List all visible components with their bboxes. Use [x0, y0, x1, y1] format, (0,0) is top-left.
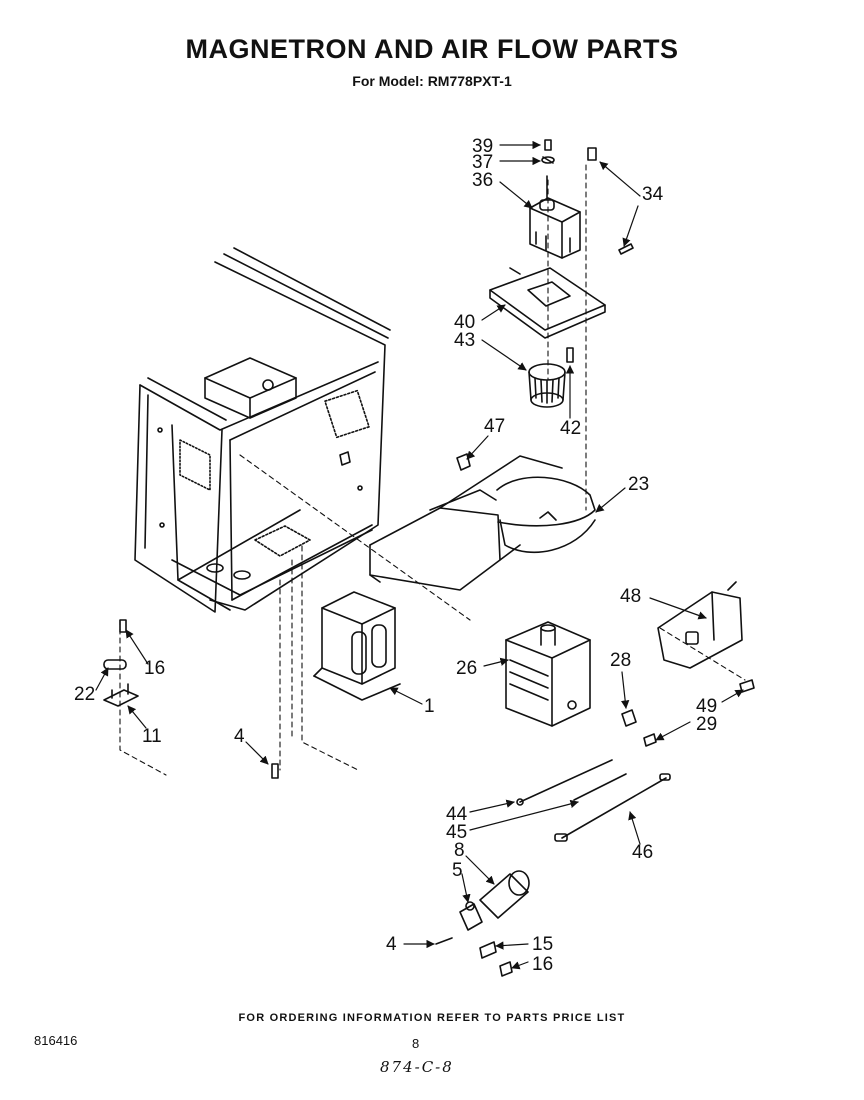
motor-fasteners — [541, 139, 555, 164]
callout-34: 34 — [642, 184, 664, 205]
callout-47: 47 — [484, 416, 505, 437]
callout-4-lower: 4 — [386, 934, 397, 955]
transformer — [313, 591, 401, 701]
callout-4-upper: 4 — [234, 726, 245, 747]
fan-motor — [529, 175, 581, 259]
callout-23: 23 — [628, 474, 649, 495]
callout-40: 40 — [454, 312, 475, 333]
fuse-holder — [103, 619, 139, 707]
handwritten-note: 874-C-8 — [380, 1058, 454, 1076]
clip-47 — [456, 453, 471, 471]
thermal-parts — [621, 679, 755, 747]
assembly-lines — [119, 164, 746, 776]
callout-42: 42 — [560, 418, 581, 439]
leader-lines — [95, 140, 744, 970]
callout-48: 48 — [620, 586, 641, 607]
model-subtitle: For Model: RM778PXT-1 — [352, 73, 512, 89]
document-number: 816416 — [34, 1033, 78, 1048]
page-number: 8 — [412, 1036, 420, 1051]
page-title: MAGNETRON AND AIR FLOW PARTS — [185, 34, 679, 64]
callout-46: 46 — [632, 842, 653, 863]
callout-16-upper: 16 — [144, 658, 165, 679]
callout-8: 8 — [454, 840, 465, 861]
screw-42 — [566, 347, 574, 363]
callout-16-lower: 16 — [532, 954, 553, 975]
screw-4-left — [271, 763, 279, 779]
callout-1: 1 — [424, 696, 435, 717]
callout-37: 37 — [472, 152, 493, 173]
callout-29: 29 — [696, 714, 717, 735]
callout-39: 39 — [472, 136, 493, 157]
cabinet-chassis — [134, 247, 391, 613]
capacitor — [435, 870, 530, 977]
callout-26: 26 — [456, 658, 477, 679]
callout-28: 28 — [610, 650, 631, 671]
callout-11: 11 — [142, 726, 162, 747]
air-duct — [369, 455, 596, 591]
callout-43: 43 — [454, 330, 475, 351]
callout-44: 44 — [446, 804, 468, 825]
mounting-bracket — [657, 581, 743, 669]
wire-harness — [516, 759, 671, 842]
callout-5: 5 — [452, 860, 463, 881]
motor-bracket — [489, 267, 606, 339]
callout-49: 49 — [696, 696, 717, 717]
callout-45: 45 — [446, 822, 467, 843]
callout-22: 22 — [74, 684, 95, 705]
callout-labels: 39 37 36 34 40 43 42 47 23 48 26 28 49 2… — [74, 136, 717, 975]
callout-15: 15 — [532, 934, 553, 955]
callout-36: 36 — [472, 170, 493, 191]
magnetron — [505, 621, 591, 727]
ordering-note: FOR ORDERING INFORMATION REFER TO PARTS … — [238, 1012, 626, 1024]
fan-blade — [528, 363, 566, 408]
